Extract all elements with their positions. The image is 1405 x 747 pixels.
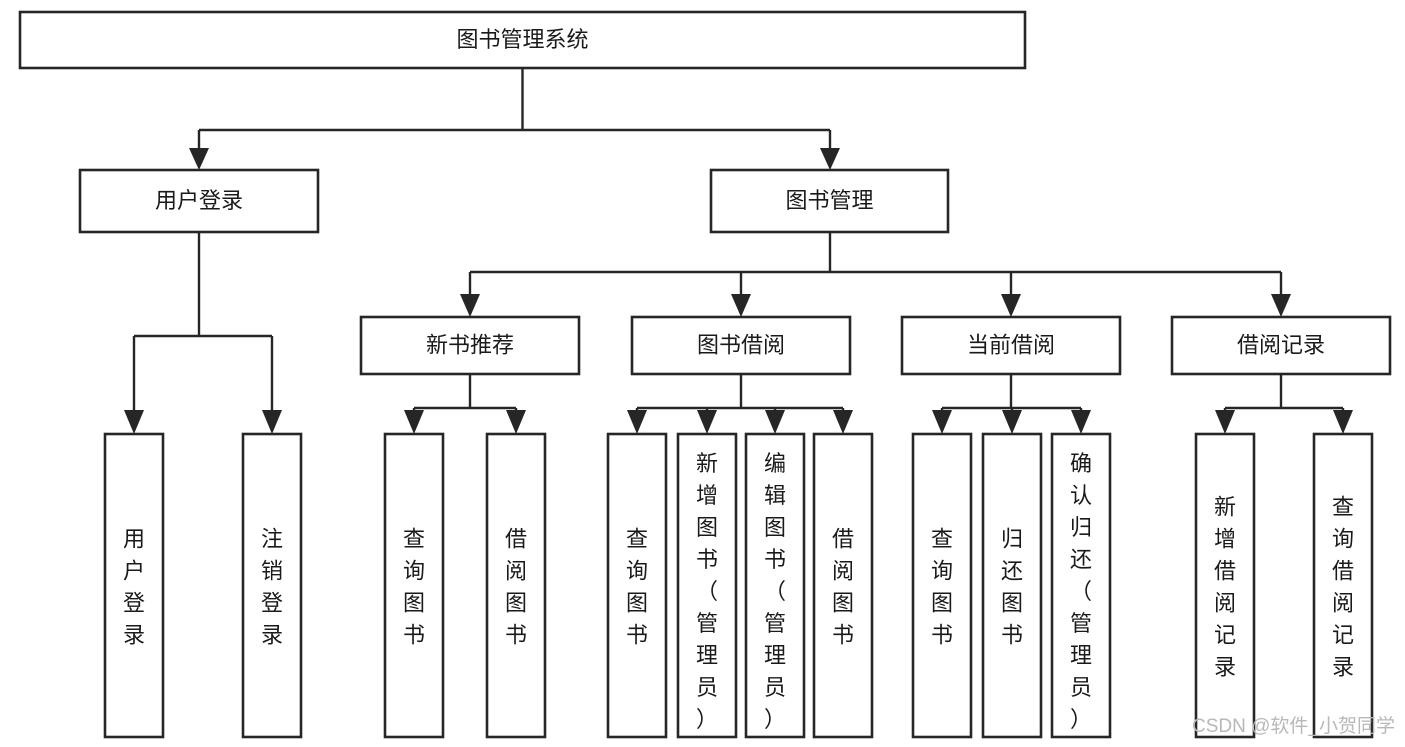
arrow-head-leaf-borrow-book-2	[833, 410, 853, 434]
node-leaf-query-borrow-record[interactable]: 查询借阅记录	[1312, 432, 1374, 739]
node-leaf-user-login[interactable]: 用户登录	[103, 432, 165, 739]
node-user-login[interactable]: 用户登录	[78, 168, 320, 234]
node-label-leaf-add-book-admin: 新增图书（管理员）	[696, 451, 718, 732]
node-label-leaf-user-login: 用户登录	[123, 526, 145, 647]
arrow-head-user-login	[189, 148, 209, 170]
arrow-head-leaf-return-book	[1002, 410, 1022, 434]
node-label-leaf-query-book-3: 查询图书	[931, 526, 953, 647]
node-current-borrow[interactable]: 当前借阅	[900, 315, 1122, 376]
node-leaf-logout-login[interactable]: 注销登录	[241, 432, 303, 739]
node-leaf-return-book[interactable]: 归还图书	[981, 432, 1043, 739]
arrow-head-book-borrow	[731, 294, 751, 317]
node-label-new-book-recommend: 新书推荐	[426, 332, 514, 357]
arrow-head-borrow-record	[1271, 294, 1291, 317]
node-box-leaf-return-book[interactable]	[981, 432, 1043, 739]
node-label-leaf-query-book-2: 查询图书	[626, 526, 648, 647]
node-leaf-query-book-2[interactable]: 查询图书	[606, 432, 668, 739]
node-box-leaf-user-login[interactable]	[103, 432, 165, 739]
node-leaf-borrow-book-1[interactable]: 借阅图书	[485, 432, 547, 739]
arrow-head-leaf-add-book-admin	[697, 410, 717, 434]
node-box-user-login[interactable]	[78, 168, 320, 234]
node-box-book-borrow[interactable]	[630, 315, 852, 376]
node-label-current-borrow: 当前借阅	[967, 332, 1055, 357]
node-box-leaf-query-book-2[interactable]	[606, 432, 668, 739]
node-label-user-login: 用户登录	[155, 188, 243, 213]
node-new-book-recommend[interactable]: 新书推荐	[359, 315, 581, 376]
arrow-head-leaf-query-book-3	[932, 410, 952, 434]
node-book-borrow[interactable]: 图书借阅	[630, 315, 852, 376]
node-leaf-edit-book-admin[interactable]: 编辑图书（管理员）	[744, 432, 806, 739]
node-label-leaf-query-borrow-record: 查询借阅记录	[1332, 494, 1354, 679]
node-box-leaf-edit-book-admin[interactable]	[744, 432, 806, 739]
node-box-root[interactable]	[18, 10, 1027, 70]
arrow-head-leaf-query-book-2	[627, 410, 647, 434]
node-label-borrow-record: 借阅记录	[1237, 332, 1325, 357]
node-layer: 图书管理系统用户登录图书管理新书推荐图书借阅当前借阅借阅记录用户登录注销登录查询…	[18, 10, 1392, 739]
node-box-book-management[interactable]	[709, 168, 950, 234]
node-label-leaf-borrow-book-2: 借阅图书	[832, 526, 854, 647]
node-leaf-borrow-book-2[interactable]: 借阅图书	[812, 432, 874, 739]
arrow-head-leaf-borrow-book-1	[506, 410, 526, 434]
arrow-head-leaf-query-book-1	[404, 410, 424, 434]
node-leaf-query-book-1[interactable]: 查询图书	[383, 432, 445, 739]
node-box-new-book-recommend[interactable]	[359, 315, 581, 376]
node-label-root: 图书管理系统	[456, 27, 588, 52]
node-box-leaf-borrow-book-2[interactable]	[812, 432, 874, 739]
node-box-leaf-query-book-3[interactable]	[911, 432, 973, 739]
arrow-head-leaf-edit-book-admin	[765, 410, 785, 434]
arrow-head-leaf-add-borrow-record	[1215, 410, 1235, 434]
node-box-leaf-add-borrow-record[interactable]	[1194, 432, 1256, 739]
arrow-head-book-management	[820, 148, 840, 170]
arrow-head-leaf-confirm-return-admin	[1071, 410, 1091, 434]
arrow-head-leaf-query-borrow-record	[1333, 410, 1353, 434]
node-box-leaf-confirm-return-admin[interactable]	[1050, 432, 1112, 739]
node-label-book-management: 图书管理	[785, 188, 873, 213]
node-leaf-confirm-return-admin[interactable]: 确认归还（管理员）	[1050, 432, 1112, 739]
node-box-leaf-logout-login[interactable]	[241, 432, 303, 739]
node-book-management[interactable]: 图书管理	[709, 168, 950, 234]
node-label-leaf-logout-login: 注销登录	[261, 526, 283, 647]
node-label-leaf-edit-book-admin: 编辑图书（管理员）	[764, 451, 786, 732]
node-label-book-borrow: 图书借阅	[697, 332, 785, 357]
arrow-head-leaf-logout-login	[262, 410, 282, 434]
csdn-watermark: CSDN @软件_小贺同学	[1192, 715, 1395, 737]
node-label-leaf-add-borrow-record: 新增借阅记录	[1214, 494, 1236, 679]
node-label-leaf-confirm-return-admin: 确认归还（管理员）	[1070, 451, 1092, 732]
node-leaf-add-borrow-record[interactable]: 新增借阅记录	[1194, 432, 1256, 739]
arrow-head-leaf-user-login	[124, 410, 144, 434]
arrow-head-current-borrow	[1001, 294, 1021, 317]
node-box-leaf-query-borrow-record[interactable]	[1312, 432, 1374, 739]
node-box-leaf-query-book-1[interactable]	[383, 432, 445, 739]
node-label-leaf-borrow-book-1: 借阅图书	[505, 526, 527, 647]
node-leaf-add-book-admin[interactable]: 新增图书（管理员）	[676, 432, 738, 739]
node-box-current-borrow[interactable]	[900, 315, 1122, 376]
node-label-leaf-return-book: 归还图书	[1001, 526, 1023, 647]
node-leaf-query-book-3[interactable]: 查询图书	[911, 432, 973, 739]
node-borrow-record[interactable]: 借阅记录	[1170, 315, 1392, 376]
node-box-leaf-borrow-book-1[interactable]	[485, 432, 547, 739]
node-box-borrow-record[interactable]	[1170, 315, 1392, 376]
node-label-leaf-query-book-1: 查询图书	[403, 526, 425, 647]
arrow-head-new-book-recommend	[460, 294, 480, 317]
connector-layer	[124, 68, 1353, 434]
node-root[interactable]: 图书管理系统	[18, 10, 1027, 70]
node-box-leaf-add-book-admin[interactable]	[676, 432, 738, 739]
